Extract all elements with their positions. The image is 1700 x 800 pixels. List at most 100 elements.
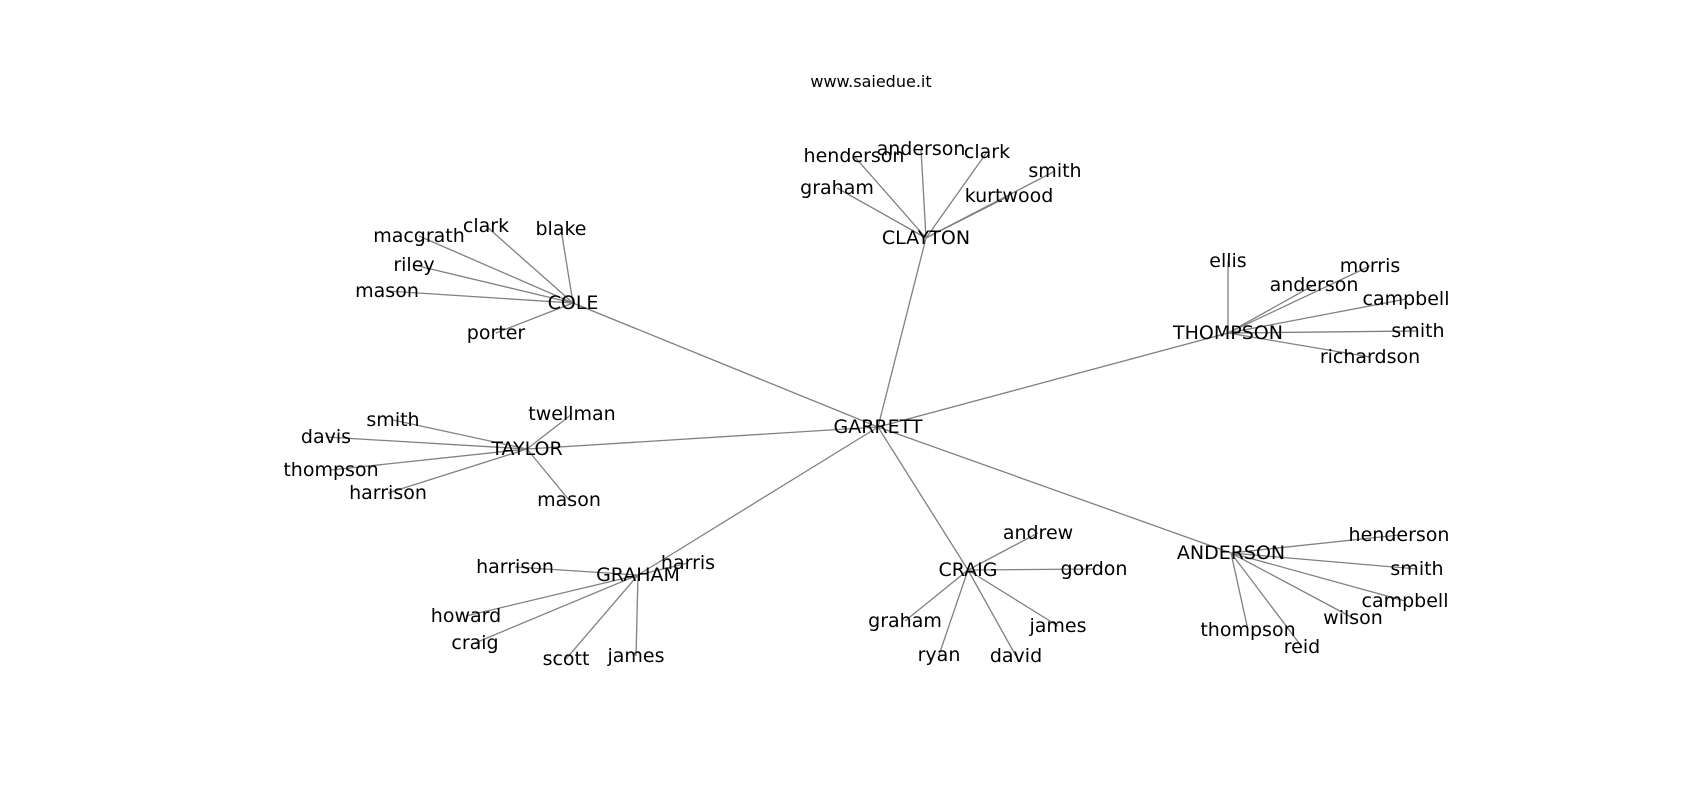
edge-root-to-clayton (877, 237, 927, 428)
edge-graham-to-scott (565, 574, 639, 660)
leaf-node-craig-gordon: gordon (1061, 558, 1128, 580)
edge-taylor-to-twellman (526, 413, 573, 450)
edge-thompson-to-smith (1227, 330, 1419, 334)
edge-taylor-to-smith (392, 419, 528, 450)
leaf-node-taylor-twellman: twellman (528, 403, 615, 425)
edge-root-to-graham (637, 426, 879, 576)
leaf-node-thompson-anderson: anderson (1270, 274, 1359, 296)
edges (325, 148, 1419, 660)
edge-root-to-craig (877, 426, 969, 571)
edge-root-to-cole (572, 302, 879, 428)
edge-root-to-taylor (526, 426, 879, 450)
branch-node-clayton: CLAYTON (882, 227, 970, 249)
edge-thompson-to-anderson (1227, 284, 1315, 334)
edge-anderson-to-thompson (1230, 552, 1249, 631)
edge-graham-to-howard (465, 574, 639, 617)
edge-taylor-to-davis (325, 436, 528, 450)
edge-clayton-to-graham (836, 187, 927, 239)
branch-node-thompson: THOMPSON (1172, 322, 1283, 344)
edge-graham-to-harris (637, 562, 689, 576)
edge-clayton-to-henderson (853, 155, 927, 239)
leaf-node-anderson-campbell: campbell (1362, 590, 1449, 612)
leaf-node-anderson-reid: reid (1284, 636, 1320, 658)
edge-craig-to-andrew (967, 532, 1039, 571)
edge-graham-to-james (635, 574, 639, 657)
leaf-node-taylor-harrison: harrison (349, 482, 427, 504)
leaf-node-graham-scott: scott (543, 648, 590, 670)
leaf-node-cole-blake: blake (536, 218, 587, 240)
leaf-node-cole-clark: clark (463, 215, 509, 237)
leaf-node-cole-porter: porter (467, 322, 526, 344)
leaf-node-anderson-smith: smith (1390, 558, 1443, 580)
leaf-node-taylor-davis: davis (301, 426, 351, 448)
edge-cole-to-mason (386, 290, 574, 304)
leaf-node-clayton-smith: smith (1028, 160, 1081, 182)
edge-clayton-to-anderson (920, 148, 927, 239)
edge-craig-to-ryan (938, 569, 969, 656)
edge-root-to-anderson (877, 426, 1232, 554)
leaf-node-craig-ryan: ryan (918, 644, 961, 666)
edge-anderson-to-wilson (1230, 552, 1354, 619)
leaf-node-clayton-graham: graham (800, 177, 874, 199)
leaf-node-craig-david: david (990, 645, 1042, 667)
branch-node-anderson: ANDERSON (1177, 542, 1285, 564)
leaf-node-thompson-campbell: campbell (1363, 288, 1450, 310)
labels: GARRETTCLAYTONhendersonandersonclarksmit… (283, 138, 1449, 670)
edge-root-to-thompson (877, 332, 1229, 428)
leaf-node-taylor-smith: smith (366, 409, 419, 431)
edge-taylor-to-mason (526, 448, 570, 501)
leaf-node-craig-james: james (1028, 615, 1086, 637)
leaf-node-graham-harris: harris (661, 552, 715, 574)
branch-node-craig: CRAIG (938, 559, 997, 581)
leaf-node-cole-riley: riley (393, 254, 434, 276)
leaf-node-cole-mason: mason (355, 280, 419, 302)
edge-cole-to-riley (413, 264, 574, 304)
leaf-node-craig-graham: graham (868, 610, 942, 632)
leaf-node-thompson-smith: smith (1391, 320, 1444, 342)
leaf-node-thompson-morris: morris (1340, 255, 1401, 277)
leaf-node-anderson-henderson: henderson (1349, 524, 1450, 546)
edge-craig-to-james (967, 569, 1059, 627)
branch-node-cole: COLE (548, 292, 599, 314)
leaf-node-graham-howard: howard (431, 605, 501, 627)
leaf-node-thompson-ellis: ellis (1209, 250, 1246, 272)
edge-cole-to-blake (560, 228, 574, 304)
edge-thompson-to-morris (1227, 265, 1371, 334)
leaf-node-graham-james: james (606, 645, 664, 667)
edge-taylor-to-thompson (330, 448, 528, 471)
edge-graham-to-craig (474, 574, 639, 644)
leaf-node-clayton-clark: clark (964, 141, 1010, 163)
edge-thompson-to-campbell (1227, 298, 1407, 334)
edge-taylor-to-harrison (387, 448, 528, 494)
edge-clayton-to-clark (925, 151, 988, 239)
edge-craig-to-david (967, 569, 1017, 657)
branch-node-taylor: TAYLOR (490, 438, 562, 460)
leaf-node-clayton-henderson: henderson (804, 145, 905, 167)
edge-anderson-to-reid (1230, 552, 1303, 648)
leaf-node-thompson-richardson: richardson (1320, 346, 1420, 368)
leaf-node-graham-craig: craig (451, 632, 498, 654)
edge-clayton-to-kurtwood (925, 195, 1010, 239)
leaf-node-taylor-mason: mason (537, 489, 601, 511)
edge-anderson-to-campbell (1230, 552, 1406, 602)
edge-craig-to-graham (904, 569, 969, 622)
edge-anderson-to-henderson (1230, 534, 1400, 554)
branch-node-graham: GRAHAM (596, 564, 680, 586)
leaf-node-cole-macgrath: macgrath (373, 225, 465, 247)
website-credit[interactable]: www.saiedue.it (810, 72, 932, 91)
edge-cole-to-macgrath (418, 235, 574, 304)
root-node-garrett: GARRETT (833, 416, 922, 438)
leaf-node-clayton-anderson: anderson (877, 138, 966, 160)
edge-cole-to-clark (485, 225, 574, 304)
leaf-node-craig-andrew: andrew (1003, 522, 1073, 544)
leaf-node-taylor-thompson: thompson (283, 459, 378, 481)
edge-craig-to-gordon (967, 568, 1095, 571)
edge-cole-to-porter (495, 302, 574, 334)
leaf-node-clayton-kurtwood: kurtwood (965, 185, 1054, 207)
leaf-node-graham-harrison: harrison (476, 556, 554, 578)
edge-anderson-to-smith (1230, 552, 1418, 570)
leaf-node-anderson-thompson: thompson (1200, 619, 1295, 641)
edge-thompson-to-richardson (1227, 332, 1371, 358)
edge-graham-to-harrison (514, 566, 639, 576)
